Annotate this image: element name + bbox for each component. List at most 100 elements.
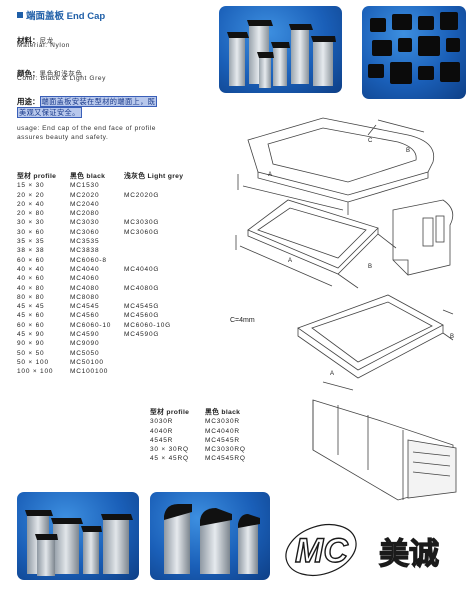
end-caps-flat-image: [368, 12, 460, 84]
end-caps-profiles-image: [227, 20, 336, 88]
logo-mark: MC: [295, 532, 348, 570]
cell-profile: 45 × 90: [17, 331, 45, 339]
cell-black: MC4040: [70, 265, 100, 273]
drawing-profile-with-cap: [312, 399, 457, 501]
cell-black: MC3838: [70, 247, 100, 255]
cell-black: MC3060: [70, 228, 100, 236]
header-black: 黑色 black: [70, 173, 106, 180]
cell-black: MC3030RQ: [205, 446, 246, 454]
cell-black: MC100100: [70, 368, 109, 376]
cell-light-grey: [124, 367, 204, 376]
usage-en: usage: End cap of the end face of profil…: [17, 124, 187, 142]
cell-profile: 30 × 60: [17, 228, 45, 236]
header-profile: 型材 profile: [17, 173, 57, 180]
cell-light-grey: MC4040G: [124, 265, 160, 273]
table-row: 100 × 100 MC100100: [17, 367, 204, 376]
table-row: 35 × 35 MC3535: [17, 237, 204, 246]
table-row: 20 × 20 MC2020 MC2020G: [17, 191, 204, 200]
table-row: 30 × 30RQ MC3030RQ: [150, 445, 265, 454]
spec-table-main: 型材 profile 黑色 black 浅灰色 Light grey 15 × …: [17, 172, 204, 377]
thickness-note: C=4mm: [230, 317, 255, 324]
cell-black: MC5050: [70, 349, 100, 357]
profiles-with-caps-image: [25, 510, 133, 576]
usage-text-en-1: usage: End cap of the end face of profil…: [17, 125, 156, 132]
table-header-row: 型材 profile 黑色 black 浅灰色 Light grey: [17, 172, 204, 181]
cell-black: MC9090: [70, 340, 100, 348]
header-light-grey: 浅灰色 Light grey: [124, 173, 184, 180]
cell-light-grey: MC4545G: [124, 303, 160, 311]
company-logo: MC 美诚: [285, 524, 440, 576]
table-row: 50 × 50 MC5050: [17, 349, 204, 358]
header-profile: 型材 profile: [150, 409, 190, 416]
cell-profile: 4545R: [150, 436, 174, 444]
cell-black: MC2080: [70, 210, 100, 218]
table-row: 90 × 90 MC9090: [17, 339, 204, 348]
cell-black: MC4040R: [205, 427, 240, 435]
cell-profile: 4040R: [150, 427, 174, 435]
cell-profile: 20 × 20: [17, 191, 45, 199]
usage-text-cn-1: 端面盖板安装在型材的端面上，既: [39, 96, 158, 107]
cell-light-grey: MC4590G: [124, 331, 160, 339]
table-row: 45 × 45 MC4545 MC4545G: [17, 302, 204, 311]
cell-light-grey: [124, 339, 204, 348]
cell-profile: 30 × 30RQ: [150, 446, 189, 454]
cell-light-grey: [124, 256, 204, 265]
cell-light-grey: [124, 209, 204, 218]
cell-black: MC2020: [70, 191, 100, 199]
cell-black: MC4560: [70, 312, 100, 320]
dim-label-a: A: [268, 172, 272, 178]
logo-swoosh: [285, 524, 357, 576]
cell-black: MC2040: [70, 200, 100, 208]
cell-black: MC4545: [70, 303, 100, 311]
usage-text-en-2: assures beauty and safety.: [17, 134, 109, 141]
cell-black: MC50100: [70, 358, 104, 366]
cell-profile: 20 × 80: [17, 210, 45, 218]
photo-end-caps-profiles: [219, 6, 342, 93]
cell-profile: 30 × 30: [17, 219, 45, 227]
photo-profiles-with-caps: [17, 492, 139, 580]
cell-profile: 15 × 30: [17, 182, 45, 190]
cell-black: MC3535: [70, 238, 100, 246]
dim-label-c: C: [368, 138, 373, 144]
cell-light-grey: [124, 358, 204, 367]
drawing-large-cap: [297, 294, 454, 391]
table-row: 15 × 30 MC1530: [17, 181, 204, 190]
drawing-round-cap: [237, 117, 435, 215]
material-line-cn: 材料：尼龙: [17, 30, 54, 48]
cell-profile: 90 × 90: [17, 340, 45, 348]
logo-chinese: 美诚: [379, 537, 439, 572]
cell-profile: 45 × 45RQ: [150, 455, 189, 463]
cell-profile: 35 × 35: [17, 238, 45, 246]
cell-light-grey: MC3030G: [124, 219, 160, 227]
cell-profile: 100 × 100: [17, 368, 54, 376]
table-row: 20 × 80 MC2080: [17, 209, 204, 218]
cell-light-grey: MC3060G: [124, 228, 160, 236]
cell-black: MC3030R: [205, 418, 240, 426]
cell-profile: 38 × 38: [17, 247, 45, 255]
dim-label-b-long: B: [368, 264, 372, 270]
cell-profile: 40 × 80: [17, 284, 45, 292]
cell-profile: 50 × 50: [17, 349, 45, 357]
usage-text-cn-2: 美观又保证安全。: [17, 107, 82, 118]
dim-label-a-large: A: [330, 371, 334, 377]
header-black: 黑色 black: [205, 409, 241, 416]
cell-black: MC8080: [70, 293, 100, 301]
cell-light-grey: MC6060-10G: [124, 321, 172, 329]
cell-light-grey: [124, 181, 204, 190]
material-value-en: Material: Nylon: [17, 42, 70, 49]
cell-profile: 50 × 100: [17, 358, 49, 366]
cell-light-grey: [124, 237, 204, 246]
cell-light-grey: MC4080G: [124, 284, 160, 292]
cell-profile: 45 × 45: [17, 303, 45, 311]
dim-label-b-large: B: [450, 334, 454, 340]
cell-profile: 60 × 60: [17, 321, 45, 329]
cell-black: MC1530: [70, 182, 100, 190]
table-row: 4040R MC4040R: [150, 427, 265, 436]
cell-black: MC4545RQ: [205, 455, 246, 463]
cell-light-grey: MC2020G: [124, 191, 160, 199]
